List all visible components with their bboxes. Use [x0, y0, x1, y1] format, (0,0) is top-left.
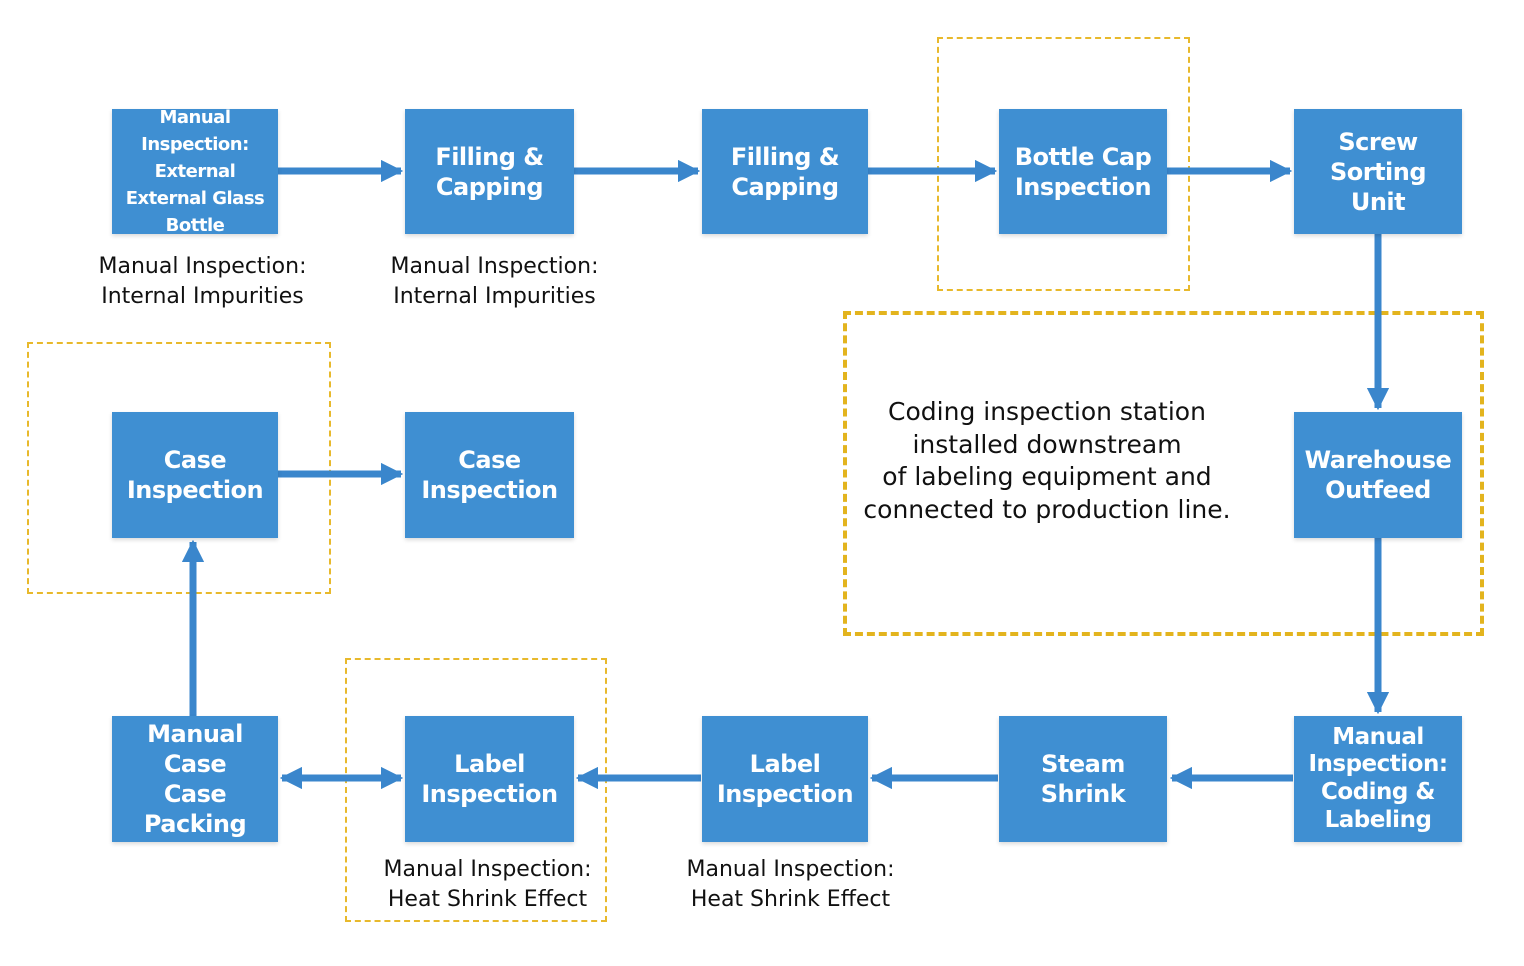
node-manual-case-packing: Manual Case Case Packing: [112, 716, 278, 842]
highlight-case-inspection: [27, 342, 331, 594]
highlight-label-inspection: [345, 658, 607, 922]
node-screw-sorting-unit: Screw Sorting Unit: [1294, 109, 1462, 234]
node-case-inspection-2: Case Inspection: [405, 412, 574, 538]
node-label-inspection-1: Label Inspection: [405, 716, 574, 842]
highlight-coding-station: [843, 311, 1484, 636]
node-bottle-cap-inspection: Bottle Cap Inspection: [999, 109, 1167, 234]
note-heat-shrink-1: Manual Inspection: Heat Shrink Effect: [383, 857, 592, 912]
node-label-inspection-2: Label Inspection: [702, 716, 868, 842]
node-manual-inspection-coding-labeling: Manual Inspection: Coding & Labeling: [1294, 716, 1462, 842]
node-filling-capping-2: Filling & Capping: [702, 109, 868, 234]
node-warehouse-outfeed: Warehouse Outfeed: [1294, 412, 1462, 538]
note-heat-shrink-2: Manual Inspection: Heat Shrink Effect: [686, 857, 895, 912]
note-internal-impurities-2: Manual Inspection: Internal Impurities: [390, 254, 599, 309]
note-internal-impurities-1: Manual Inspection: Internal Impurities: [98, 254, 307, 309]
node-steam-shrink: Steam Shrink: [999, 716, 1167, 842]
node-filling-capping-1: Filling & Capping: [405, 109, 574, 234]
callout-coding-inspection-station: Coding inspection station installed down…: [863, 397, 1231, 524]
highlight-cap-inspection: [937, 37, 1190, 291]
node-case-inspection-1: Case Inspection: [112, 412, 278, 538]
node-manual-inspection-external-glass: Manual Inspection: External External Gla…: [112, 107, 278, 236]
